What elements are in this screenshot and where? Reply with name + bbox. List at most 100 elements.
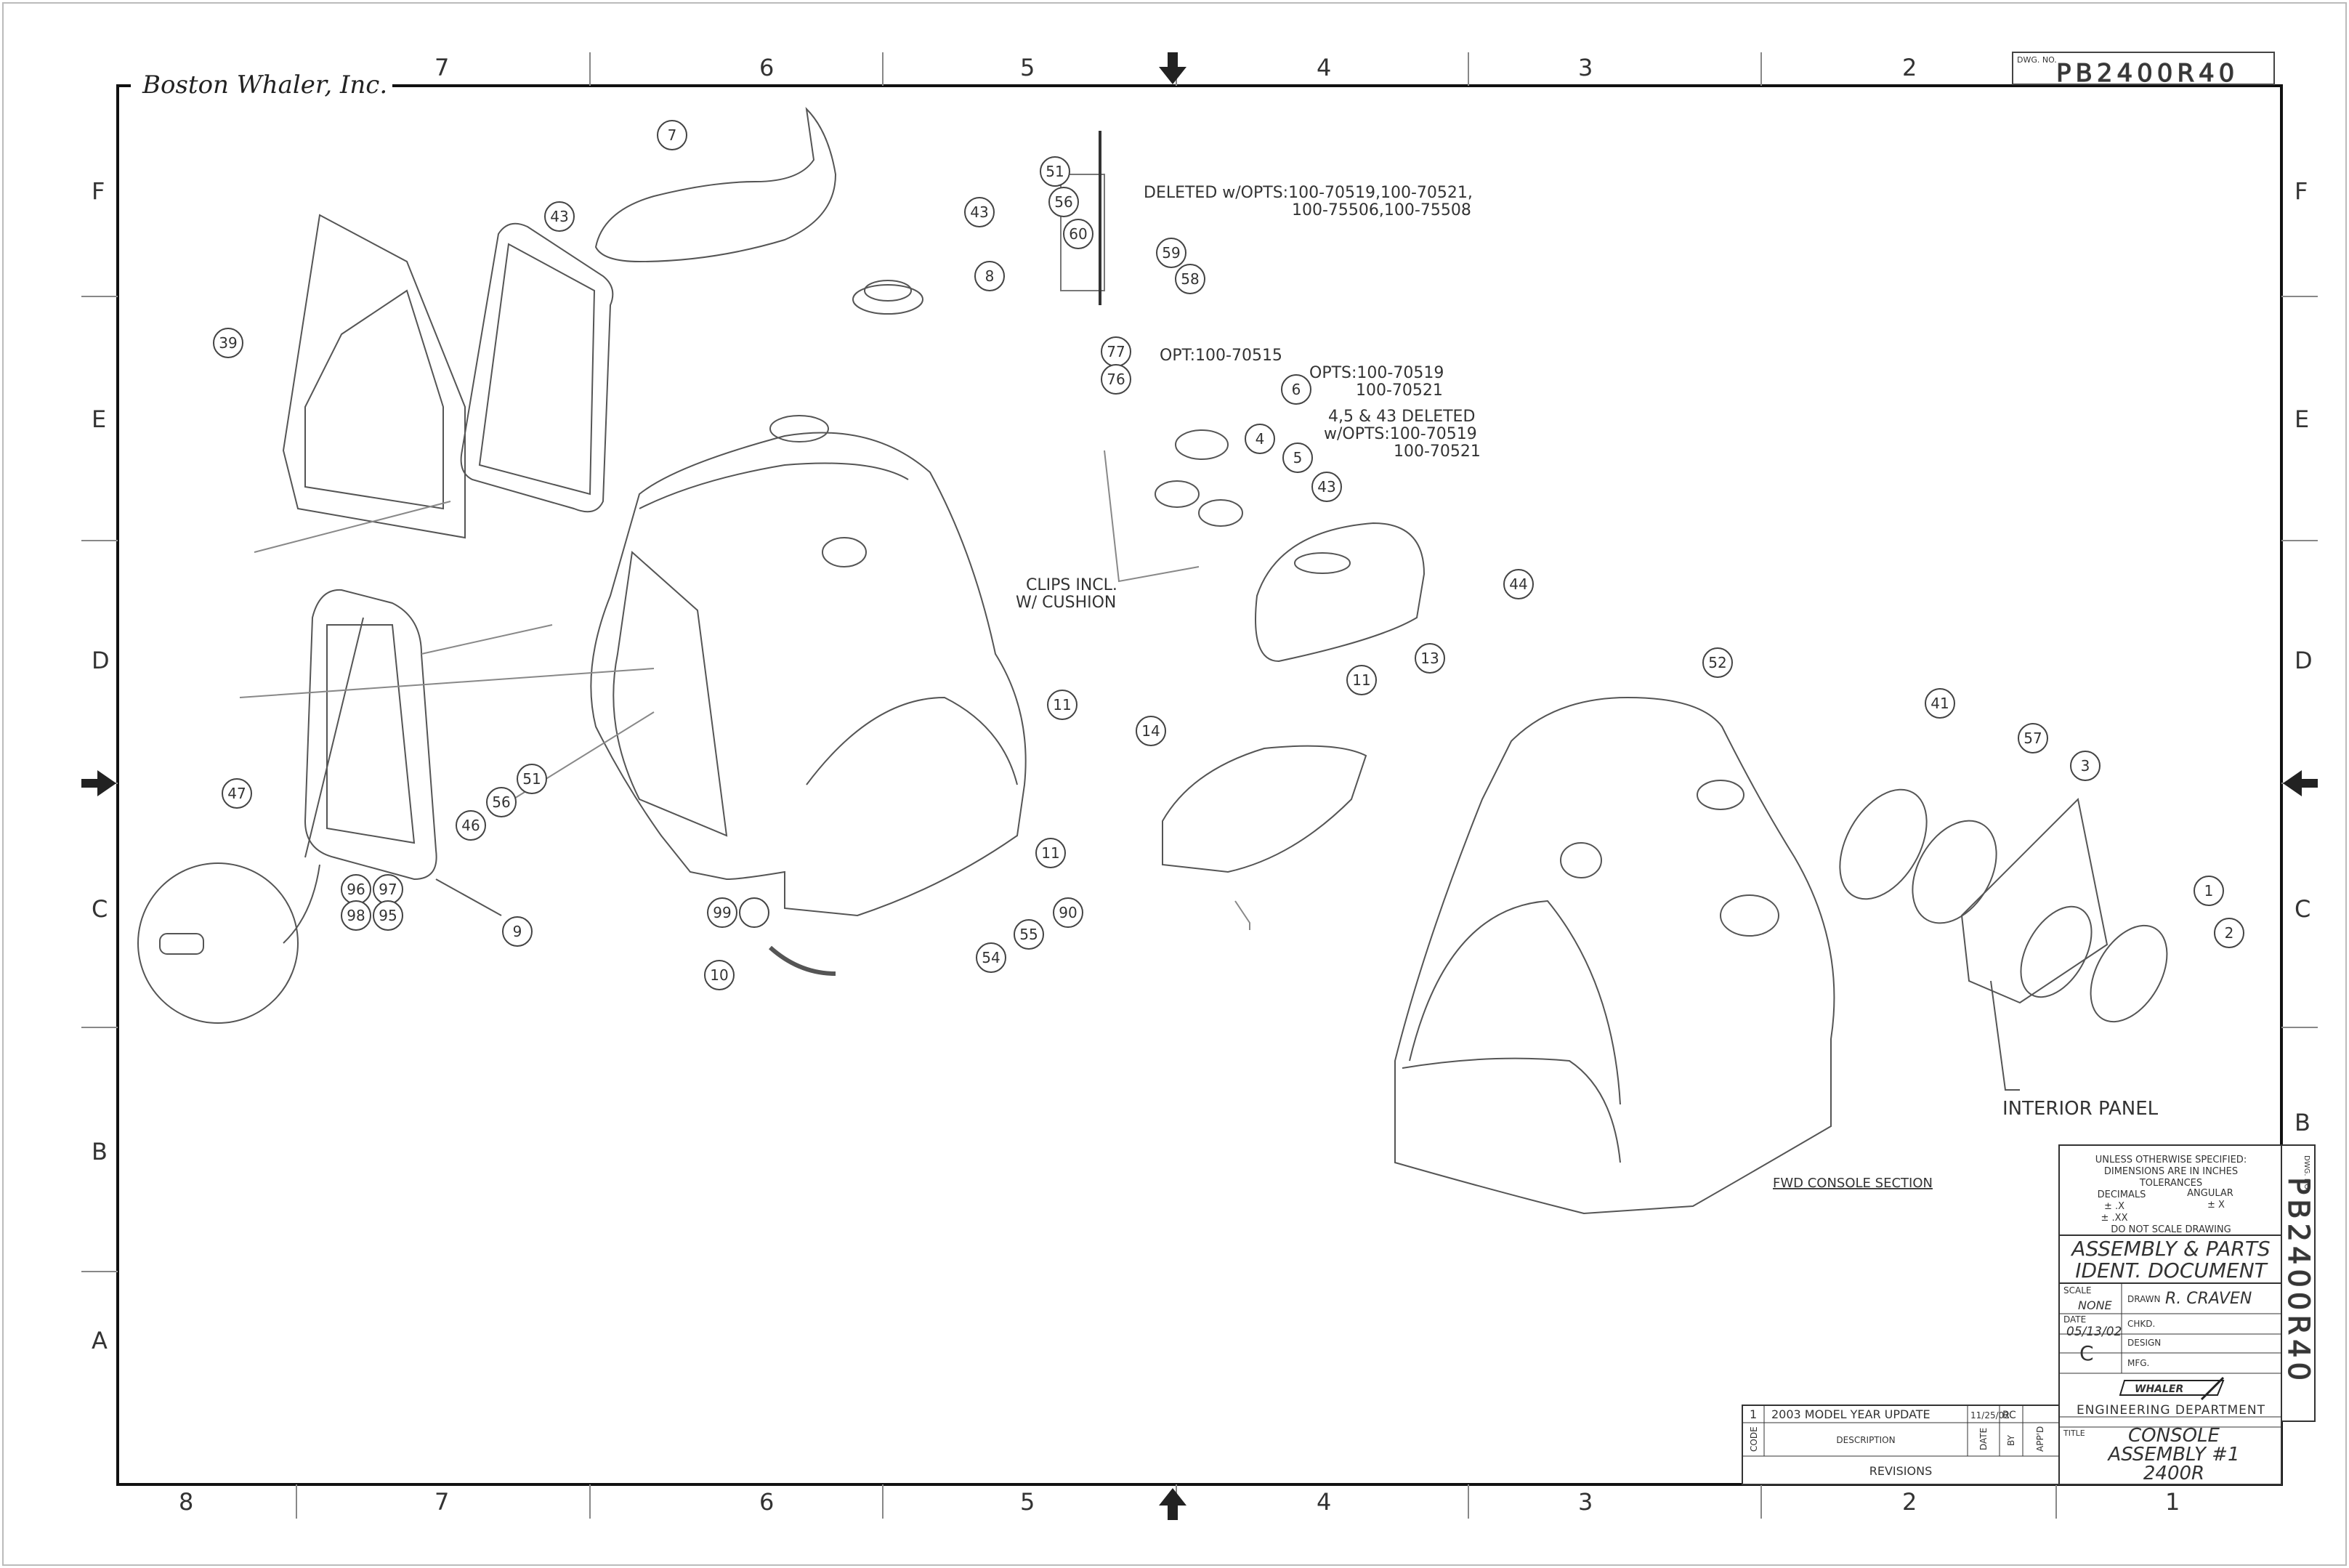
note-clips-2: W/ CUSHION [1016,594,1116,612]
part-fwd-console-arch [1409,900,1621,1105]
top-col-6: 6 [759,54,774,81]
callout-57: 57 [2023,730,2042,747]
right-row-f: F [2295,177,2308,205]
top-col-5: 5 [1020,54,1035,81]
callout-41: 41 [1930,695,1949,712]
exploded-parts [137,107,2168,1215]
part-console-seat-curve [806,696,1018,785]
top-col-7: 7 [434,54,449,81]
part-handle-10 [768,945,836,976]
callout-51-a: 51 [1046,163,1064,180]
left-grid-labels: F E D C B A [92,177,110,1354]
bottom-col-4: 4 [1317,1488,1331,1516]
title-line-1: CONSOLE [2128,1425,2220,1447]
part-console-hole [769,415,829,442]
title-fields: SCALE NONE DRAWN R. CRAVEN DATE 05/13/02… [2063,1285,2252,1368]
callout-97: 98 [347,907,365,924]
callout-5: 5 [1293,449,1303,466]
logo-text: WHALER [2135,1383,2183,1395]
bottom-col-5: 5 [1020,1488,1035,1516]
right-row-b: B [2295,1109,2310,1136]
note-deleted-1: DELETED w/OPTS:100-70519,100-70521, [1144,184,1473,202]
part-console-window [612,551,728,837]
mfg-label: MFG. [2127,1358,2149,1368]
callout-43-b: 43 [970,203,988,221]
callout-51-b: 51 [522,770,541,788]
revision-row: 1 2003 MODEL YEAR UPDATE 11/25/02 RC [1750,1407,2016,1421]
part-console-oval [822,537,867,567]
part-side-glass-inner [304,289,444,510]
callout-60: 60 [1069,225,1087,243]
callout-7: 7 [668,126,677,144]
callouts: 7 43 43 8 39 51 56 60 59 58 77 76 6 4 5 … [213,120,2244,990]
note-interior-panel: INTERIOR PANEL [2002,1098,2159,1120]
part-door-panel-edge [304,617,364,858]
note-opt-77: OPT:100-70515 [1160,347,1282,365]
interior-panel-leader [1990,980,2020,1091]
company-mask [131,70,392,103]
callout-4: 4 [1256,430,1265,448]
note-clips-1: CLIPS INCL. [1026,576,1117,594]
arrow-right-icon [81,770,116,796]
callout-14: 14 [1141,722,1160,740]
callout-13: 13 [1420,650,1439,667]
left-row-e: E [92,405,106,433]
part-gasket-3 [1912,820,1997,924]
date-value: 05/13/02 [2066,1325,2122,1339]
right-row-c: C [2295,895,2310,923]
part-fwd-console-oval [1560,842,1602,878]
part-console-main [590,432,1027,917]
notes: DELETED w/OPTS:100-70519,100-70521, 100-… [1016,184,2159,1191]
dwg-no-label: DWG. NO. [2017,55,2057,65]
part-fwd-console-52 [1394,696,1835,1215]
scale-value: NONE [2078,1298,2113,1312]
chkd-label: CHKD. [2127,1319,2155,1329]
construction-lines-2 [1104,450,1250,930]
callout-39: 39 [219,334,237,352]
left-row-c: C [92,895,108,923]
dwg-no-side: PB2400R40 [2281,1177,2315,1385]
rev-code-label: CODE [1749,1426,1759,1452]
part-console-top-edge [639,462,909,509]
part-side-glass-39 [282,214,466,539]
center-arrows [81,52,2318,1520]
callout-58: 58 [1181,270,1199,288]
callout-90: 90 [1059,904,1077,921]
right-row-d: D [2295,647,2313,674]
callout-11-c: 11 [1041,844,1059,862]
rev-desc: 2003 MODEL YEAR UPDATE [1771,1407,1930,1421]
drawing-frame [116,84,2283,1486]
part-detail-circle [137,862,299,1024]
callout-43-a: 43 [550,208,568,225]
part-seat-14 [1162,745,1367,873]
part-lens-2 [2090,924,2168,1023]
date-label: DATE [2063,1314,2086,1325]
doc-line-2: IDENT. DOCUMENT [2075,1258,2268,1282]
note-opts-6-2: 100-70521 [1356,381,1443,400]
part-4 [1155,480,1200,508]
title-block [2058,1144,2316,1485]
note-fwd-section: FWD CONSOLE SECTION [1773,1176,1933,1191]
callout-1: 1 [2204,882,2214,900]
callout-95-b: 99 [713,904,731,921]
callout-76: 76 [1107,371,1125,388]
arrow-left-icon [2283,770,2318,796]
tol-dec-xx: ± .XX [2101,1213,2128,1224]
part-door-leader [435,878,502,916]
part-cover-13 [1255,522,1426,663]
tol-line-1: UNLESS OTHERWISE SPECIFIED: [2095,1155,2247,1165]
rev-date: 11/25/02 [1970,1410,2010,1421]
bottom-col-1: 1 [2165,1488,2180,1516]
design-label: DESIGN [2127,1338,2161,1348]
left-row-a: A [92,1327,108,1354]
top-col-3: 3 [1578,54,1593,81]
part-door-frame-47 [304,589,437,881]
tol-no-scale: DO NOT SCALE DRAWING [2111,1224,2231,1235]
tolerance-block: UNLESS OTHERWISE SPECIFIED: DIMENSIONS A… [2095,1155,2247,1235]
callout-43-c: 43 [1317,478,1335,496]
rev-code: 1 [1750,1407,1757,1421]
title-label: TITLE [2063,1428,2085,1438]
bottom-col-7: 7 [434,1488,449,1516]
callout-95-a: 96 [347,881,365,898]
part-frame-43-inner [478,243,596,496]
